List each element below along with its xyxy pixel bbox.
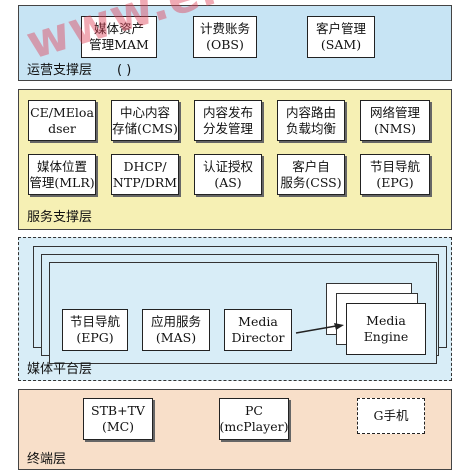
media-director-line2: Director: [231, 330, 285, 345]
service-support-layer: CE/MEloa dser 中心内容 存储(CMS) 内容发布 分发管理 内容路…: [18, 89, 452, 230]
stb-tv-box: STB+TV (MC): [83, 398, 153, 440]
content-distribution-line2: 分发管理: [202, 120, 253, 136]
stb-tv-line2: (MC): [101, 419, 135, 434]
media-engine-line1: Media: [366, 313, 406, 328]
ce-meloader-line2: dser: [48, 120, 76, 136]
nms-box: 网络管理 (NMS): [360, 100, 430, 141]
media-platform-layer: 节目导航 (EPG) 应用服务 (MAS) Media Director Med…: [18, 237, 452, 381]
auth-box: 认证授权 (AS): [194, 154, 262, 195]
operations-layer-label: 运营支撑层: [27, 63, 93, 78]
content-routing-box: 内容路由 负载均衡: [277, 100, 345, 141]
operations-layer-paren: ( ): [117, 63, 132, 78]
mas-box: 应用服务 (MAS): [142, 309, 210, 351]
mas-line1: 应用服务: [150, 314, 201, 329]
obs-box: 计费账务 (OBS): [193, 16, 257, 58]
epg-media-line2: (EPG): [76, 330, 114, 345]
epg-media-box: 节目导航 (EPG): [62, 309, 128, 351]
pc-line1: PC: [245, 403, 263, 418]
css-line1: 客户自: [292, 158, 330, 174]
css-line2: 服务(CSS): [280, 174, 342, 190]
cms-line2: 存储(CMS): [112, 120, 178, 136]
epg-service-line1: 节目导航: [369, 158, 420, 174]
obs-box-line2: (OBS): [206, 37, 244, 52]
media-director-line1: Media: [238, 314, 278, 329]
ce-meloader-line1: CE/MEloa: [30, 104, 94, 120]
operations-support-layer: 媒体资产 管理MAM 计费账务 (OBS) 客户管理 (SAM) 运营支撑层 (…: [18, 5, 452, 81]
epg-service-box: 节目导航 (EPG): [360, 154, 430, 195]
dhcp-ntp-drm-line2: NTP/DRM: [112, 174, 178, 190]
service-layer-label: 服务支撑层: [27, 210, 93, 225]
terminal-layer: STB+TV (MC) PC (mcPlayer) G手机 终端层: [18, 389, 452, 470]
media-stack-card-front: 节目导航 (EPG) 应用服务 (MAS) Media Director Med…: [49, 262, 437, 364]
epg-media-line1: 节目导航: [69, 314, 120, 329]
cms-box: 中心内容 存储(CMS): [111, 100, 179, 141]
content-routing-line1: 内容路由: [285, 104, 336, 120]
dhcp-ntp-drm-line1: DHCP/: [123, 158, 167, 174]
mam-box-line1: 媒体资产: [93, 21, 144, 36]
media-engine-box: Media Engine: [346, 303, 426, 355]
terminal-layer-label: 终端层: [27, 452, 67, 467]
sam-box-line1: 客户管理: [315, 21, 366, 36]
nms-line1: 网络管理: [369, 104, 420, 120]
sam-box-line2: (SAM): [320, 37, 362, 52]
media-engine-line2: Engine: [363, 329, 409, 344]
mlr-line1: 媒体位置: [36, 158, 87, 174]
mlr-box: 媒体位置 管理(MLR): [28, 154, 96, 195]
dhcp-ntp-drm-box: DHCP/ NTP/DRM: [111, 154, 179, 195]
mlr-line2: 管理(MLR): [29, 174, 95, 190]
cms-line1: 中心内容: [119, 104, 170, 120]
mam-box: 媒体资产 管理MAM: [81, 16, 157, 58]
mobile-phone-line1: G手机: [373, 408, 409, 423]
media-director-box: Media Director: [224, 309, 292, 351]
nms-line2: (NMS): [373, 120, 417, 136]
ce-meloader-box: CE/MEloa dser: [28, 100, 96, 141]
pc-line2: (mcPlayer): [219, 419, 289, 434]
sam-box: 客户管理 (SAM): [307, 16, 375, 58]
content-distribution-line1: 内容发布: [202, 104, 253, 120]
director-to-engine-arrow: [295, 323, 344, 334]
auth-line1: 认证授权: [202, 158, 253, 174]
auth-line2: (AS): [214, 174, 242, 190]
epg-service-line2: (EPG): [376, 174, 414, 190]
obs-box-line1: 计费账务: [199, 21, 250, 36]
pc-box: PC (mcPlayer): [219, 398, 289, 440]
content-distribution-box: 内容发布 分发管理: [194, 100, 262, 141]
stb-tv-line1: STB+TV: [91, 403, 145, 418]
mam-box-line2: 管理MAM: [89, 37, 149, 52]
mobile-phone-box: G手机: [357, 398, 425, 434]
content-routing-line2: 负载均衡: [285, 120, 336, 136]
css-box: 客户自 服务(CSS): [277, 154, 345, 195]
mas-line2: (MAS): [155, 330, 197, 345]
media-layer-label: 媒体平台层: [27, 362, 93, 377]
